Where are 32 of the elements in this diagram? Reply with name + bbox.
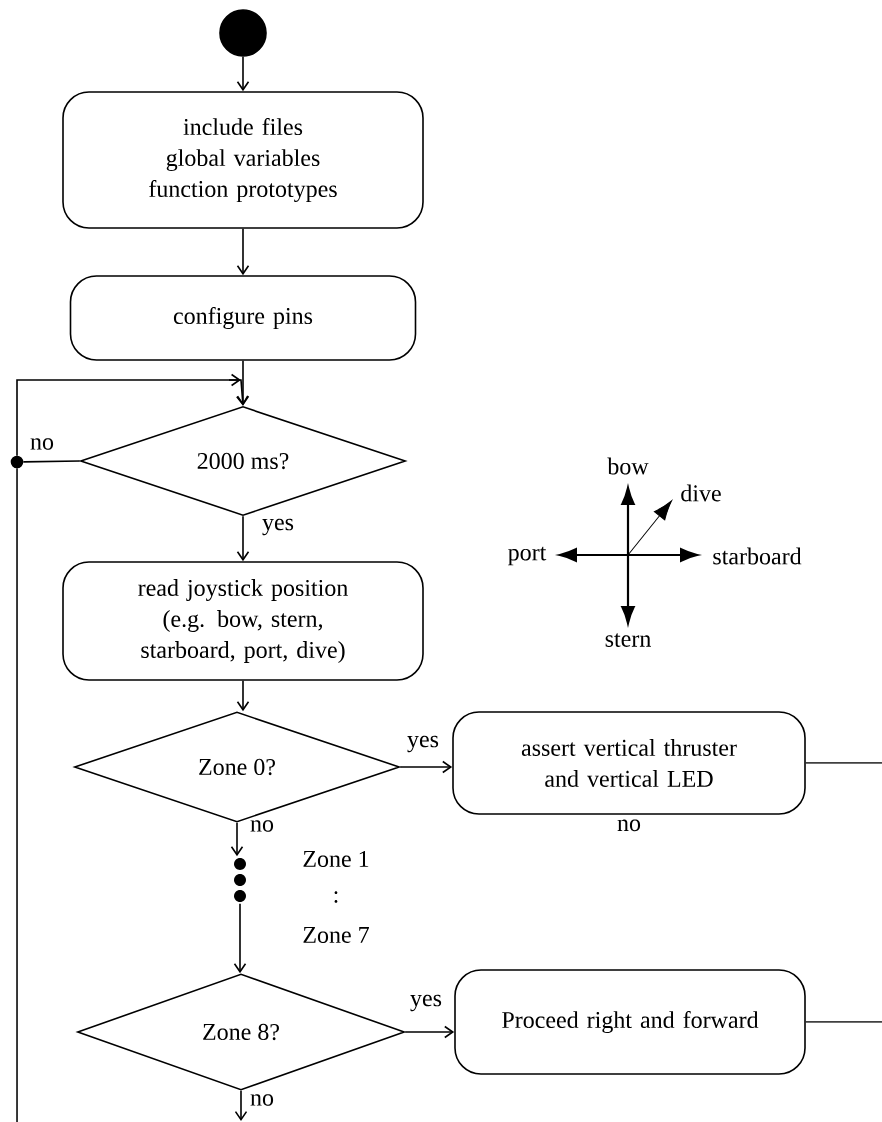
direction-label: stern	[605, 633, 651, 647]
direction-label: port	[508, 546, 547, 566]
arrow	[404, 1025, 455, 1039]
edge-label: yes	[261, 517, 295, 537]
process-box: Proceed right and forward	[454, 969, 806, 1075]
arrow	[236, 680, 250, 712]
ellipsis-dots	[234, 858, 246, 902]
edge-label: yes	[409, 993, 443, 1013]
arrow	[236, 56, 250, 92]
branch-label: no	[617, 819, 641, 832]
direction-label: starboard	[713, 547, 802, 565]
process-box: assert vertical thruster and vertical LED	[452, 711, 806, 815]
start-dot	[219, 9, 267, 57]
edge-label: yes	[406, 734, 440, 754]
direction-label: bow	[607, 457, 649, 475]
arrow	[16, 373, 249, 457]
arrow	[236, 360, 250, 406]
zone-label: Zone 1	[303, 850, 369, 868]
arrow	[399, 760, 453, 774]
process-box: configure pins	[69, 275, 417, 361]
zone-label: :	[334, 891, 338, 903]
edge-label: no	[249, 1093, 275, 1107]
edge-label: no	[29, 437, 55, 451]
process-box: include files global variables function prototypes	[62, 91, 424, 229]
arrow	[230, 822, 244, 857]
process-box: read joystick position (e.g. bow, stern, starboard, port, dive)	[62, 561, 424, 681]
arrow	[236, 515, 250, 562]
arrow	[233, 903, 247, 974]
zone-label: Zone 7	[303, 927, 369, 943]
direction-label: dive	[681, 484, 721, 502]
arrow	[234, 1090, 248, 1121]
arrow	[236, 228, 250, 276]
